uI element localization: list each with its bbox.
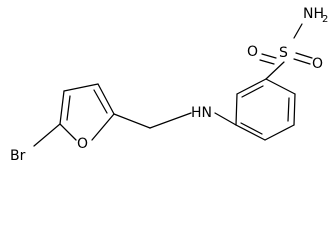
- bond-s-o-upper-b: [293, 58, 311, 65]
- bond-s-n: [293, 23, 303, 39]
- molecule-structure: NH 2 S O O HN O Br: [10, 6, 328, 164]
- bond-furan-c2-c3: [97, 83, 115, 115]
- bond-ring-5: [235, 93, 238, 126]
- bond-furan-c5-o: [59, 123, 77, 141]
- furan-oxygen-label: O: [77, 136, 88, 152]
- bond-furan-c4-c5-inner: [66, 95, 71, 121]
- bond-ch2-furan: [113, 113, 151, 129]
- sulfur-label: S: [279, 45, 288, 61]
- bond-ring-3: [264, 124, 295, 141]
- bond-c5-br: [33, 123, 61, 147]
- bromine-label: Br: [10, 148, 26, 164]
- bond-ring-nh: [214, 112, 237, 126]
- amine-nh-label: HN: [191, 105, 212, 121]
- bond-furan-c3-c4: [63, 83, 99, 92]
- nh2-subscript: 2: [322, 14, 328, 25]
- bond-s-o-lower-b: [259, 59, 275, 65]
- bond-ring-6-inner: [241, 85, 264, 98]
- bond-s-ring: [265, 61, 285, 80]
- bond-ring-6: [236, 78, 267, 95]
- oxygen-lower-label: O: [247, 44, 258, 60]
- nh2-label: NH: [303, 6, 324, 22]
- bond-ring-4-inner: [240, 122, 263, 135]
- bond-s-o-upper-a: [295, 52, 313, 59]
- bond-furan-c4-c5: [59, 90, 65, 125]
- bond-ring-4: [235, 124, 266, 141]
- bond-ring-2-inner: [287, 97, 290, 122]
- bond-furan-c2-c3-inner: [93, 89, 108, 114]
- bond-ring-1: [265, 78, 296, 95]
- bond-furan-o-c2: [91, 113, 115, 141]
- oxygen-upper-label: O: [312, 56, 323, 72]
- bond-s-o-lower-a: [261, 53, 277, 59]
- bond-nh-ch2: [149, 112, 192, 129]
- bond-ring-2: [293, 93, 296, 126]
